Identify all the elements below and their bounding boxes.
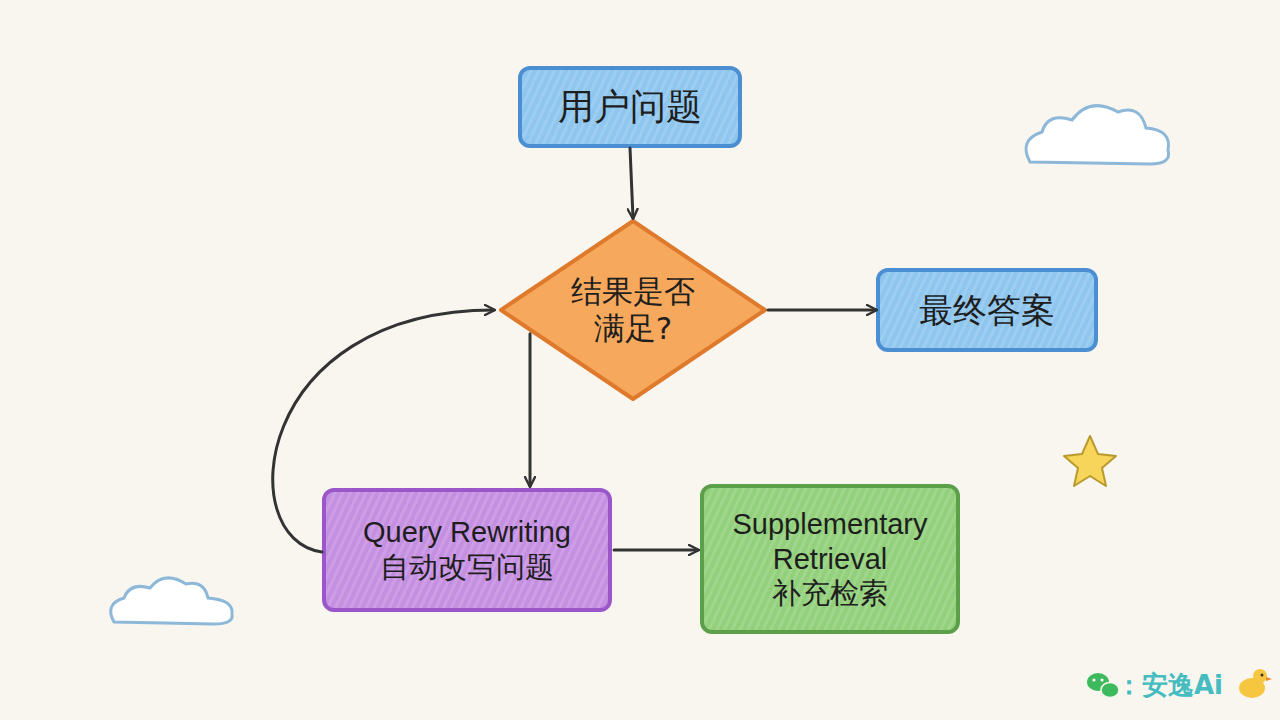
node-text: 最终答案 <box>919 290 1055 331</box>
node-text: 结果是否满足? <box>565 273 701 347</box>
cloud-top-right <box>1026 106 1169 164</box>
flow-arrow <box>614 549 698 552</box>
flow-arrow <box>630 148 633 218</box>
star <box>1064 436 1116 486</box>
cloud-bottom-left <box>111 578 233 624</box>
decision-diamond: 结果是否满足? <box>498 218 768 402</box>
process-box: Supplementary Retrieval补充检索 <box>700 484 960 634</box>
watermark: ：安逸Ai <box>1116 668 1223 702</box>
node-text: 用户问题 <box>558 85 702 128</box>
start-box: 用户问题 <box>518 66 742 148</box>
flow-arrow <box>529 334 532 486</box>
diamond-shape <box>501 221 765 399</box>
wechat-icon <box>1087 673 1119 698</box>
result-box: 最终答案 <box>876 268 1098 352</box>
flow-arrow <box>768 309 876 312</box>
node-text: Supplementary Retrieval <box>708 507 952 577</box>
flow-arrow <box>273 310 494 552</box>
bird-icon <box>1239 669 1272 698</box>
node-text: 补充检索 <box>772 576 888 611</box>
node-text: 自动改写问题 <box>380 550 554 585</box>
node-text: Query Rewriting <box>363 515 571 550</box>
process-box: Query Rewriting自动改写问题 <box>322 488 612 612</box>
